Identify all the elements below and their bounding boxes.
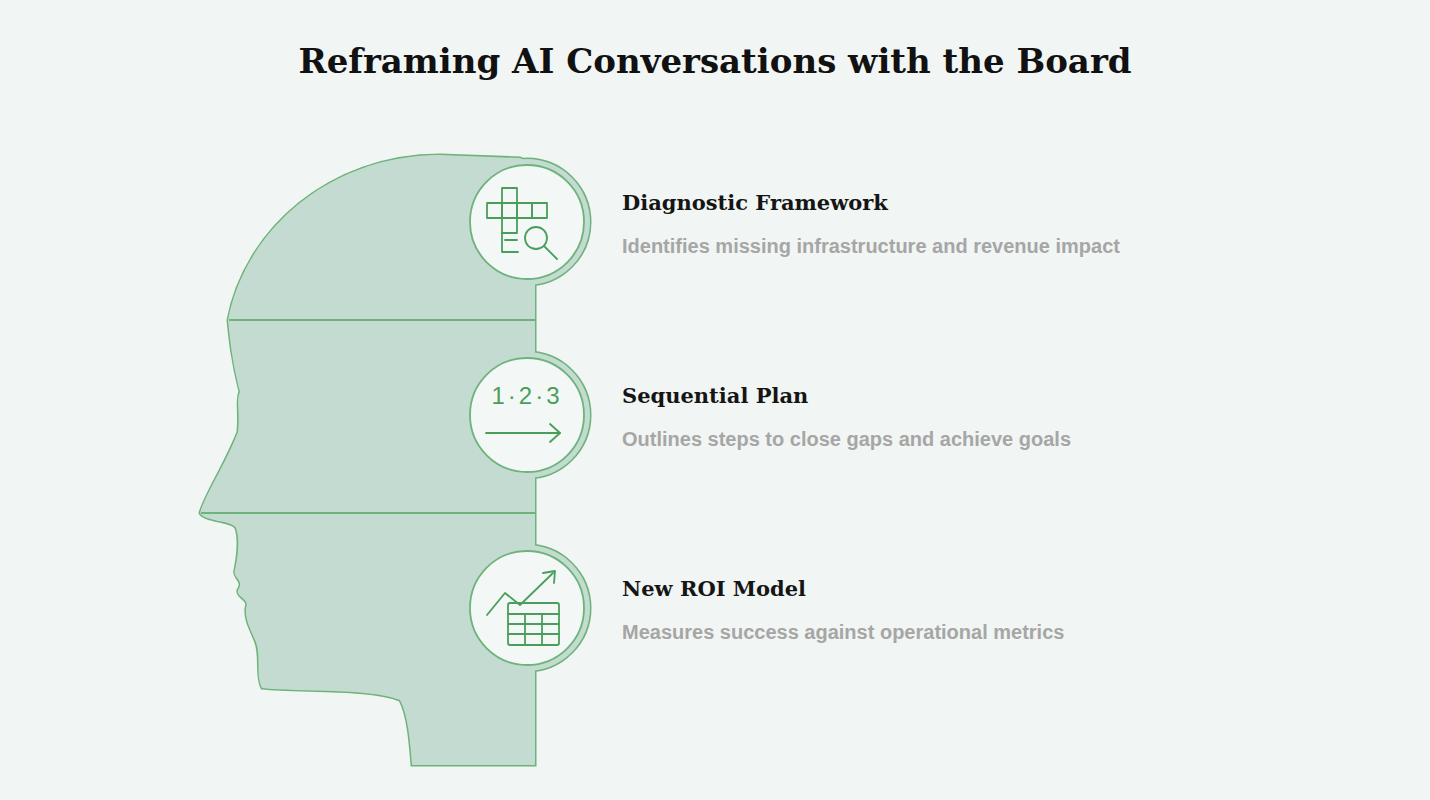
grid-bracket	[505, 239, 517, 241]
step-description: Outlines steps to close gaps and achieve…	[622, 425, 1262, 453]
step-node: Sequential PlanOutlines steps to close g…	[463, 355, 1263, 479]
table-line	[541, 614, 543, 645]
icon-circle	[470, 165, 584, 279]
node-text-group: Diagnostic FrameworkIdentifies missing i…	[622, 188, 1262, 260]
magnifier-lens	[525, 227, 547, 249]
table-line	[508, 633, 559, 635]
table-line	[508, 623, 559, 625]
grid-square	[502, 188, 517, 203]
head-ring-fill	[464, 545, 590, 671]
grid-square	[517, 203, 532, 218]
icon-number-label: 1·2·3	[477, 381, 577, 411]
table-outline	[508, 603, 559, 645]
head-ring-fill	[464, 159, 590, 285]
grid-square	[487, 203, 502, 218]
step-description: Measures success against operational met…	[622, 618, 1262, 646]
arrow-head	[550, 424, 560, 442]
step-node: Diagnostic FrameworkIdentifies missing i…	[463, 162, 1263, 286]
trend-line	[487, 573, 553, 615]
magnifier-handle	[544, 246, 557, 259]
head-ring	[464, 545, 590, 671]
band-divider	[201, 512, 535, 514]
grid-bracket	[502, 233, 518, 252]
head-ring	[464, 159, 590, 285]
grid-square	[502, 203, 517, 218]
node-outline	[463, 162, 595, 286]
sequence-icon	[486, 424, 560, 442]
table-line	[524, 614, 526, 645]
grid-square	[502, 218, 517, 233]
head-ring	[464, 352, 590, 478]
step-heading: Sequential Plan	[622, 381, 1262, 411]
grid-square	[532, 203, 547, 218]
diagram-title: Reframing AI Conversations with the Boar…	[0, 36, 1430, 86]
roi-icon	[487, 571, 559, 645]
icon-circle	[470, 358, 584, 472]
head-ring-fill	[464, 352, 590, 478]
step-description: Identifies missing infrastructure and re…	[622, 232, 1262, 260]
step-heading: Diagnostic Framework	[622, 188, 1262, 218]
node-outline	[463, 355, 595, 479]
arrow-shaft	[486, 432, 560, 434]
node-text-group: Sequential PlanOutlines steps to close g…	[622, 381, 1262, 453]
band-divider	[229, 319, 535, 321]
table-line	[508, 613, 559, 615]
node-text-group: New ROI ModelMeasures success against op…	[622, 574, 1262, 646]
step-heading: New ROI Model	[622, 574, 1262, 604]
trend-arrow-head	[543, 571, 555, 583]
node-outline	[463, 548, 595, 672]
icon-circle	[470, 551, 584, 665]
diagnostic-icon	[487, 188, 557, 259]
step-node: New ROI ModelMeasures success against op…	[463, 548, 1263, 672]
